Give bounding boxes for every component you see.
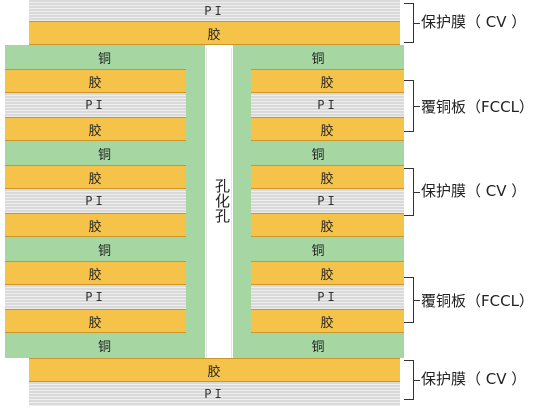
label-top-coverlay: 保护膜（ CV ） bbox=[421, 13, 527, 31]
right-adhesive-layer: 胶 bbox=[251, 165, 404, 189]
bracket-lower-fccl bbox=[404, 277, 420, 323]
pi-label: PI bbox=[317, 98, 338, 112]
top-pi-label: PI bbox=[204, 3, 225, 18]
right-pi-layer: PI bbox=[251, 93, 404, 117]
bracket-upper-fccl bbox=[404, 80, 420, 132]
top-pi-layer: PI bbox=[29, 0, 400, 21]
right-copper-layer: 铜 bbox=[233, 45, 404, 69]
copper-label: 铜 bbox=[97, 147, 112, 163]
adhesive-label: 胶 bbox=[88, 123, 103, 139]
bottom-adhesive-label: 胶 bbox=[207, 364, 222, 380]
label-bottom-coverlay: 保护膜（ CV ） bbox=[421, 370, 527, 388]
left-pi-layer: PI bbox=[5, 285, 186, 309]
right-adhesive-layer: 胶 bbox=[251, 261, 404, 285]
copper-label: 铜 bbox=[311, 243, 326, 259]
label-lower-fccl: 覆铜板（FCCL） bbox=[421, 292, 534, 310]
adhesive-label: 胶 bbox=[320, 267, 335, 283]
left-copper-layer: 铜 bbox=[5, 141, 205, 165]
right-adhesive-layer: 胶 bbox=[251, 213, 404, 237]
adhesive-label: 胶 bbox=[320, 75, 335, 91]
left-adhesive-layer: 胶 bbox=[5, 261, 186, 285]
adhesive-label: 胶 bbox=[88, 315, 103, 331]
pi-label: PI bbox=[317, 290, 338, 304]
copper-label: 铜 bbox=[97, 243, 112, 259]
plated-through-hole bbox=[206, 48, 232, 358]
bracket-middle-coverlay bbox=[404, 168, 420, 216]
right-copper-layer: 铜 bbox=[233, 237, 404, 261]
adhesive-label: 胶 bbox=[320, 171, 335, 187]
bracket-top-coverlay bbox=[404, 3, 420, 43]
copper-label: 铜 bbox=[97, 340, 112, 355]
left-copper-layer: 铜 bbox=[5, 45, 205, 69]
left-copper-layer: 铜 bbox=[5, 333, 205, 358]
adhesive-label: 胶 bbox=[88, 219, 103, 235]
left-adhesive-layer: 胶 bbox=[5, 117, 186, 141]
adhesive-label: 胶 bbox=[320, 123, 335, 139]
adhesive-label: 胶 bbox=[88, 171, 103, 187]
left-adhesive-layer: 胶 bbox=[5, 165, 186, 189]
right-adhesive-layer: 胶 bbox=[251, 309, 404, 333]
right-pi-layer: PI bbox=[251, 189, 404, 213]
copper-label: 铜 bbox=[97, 51, 112, 67]
plated-through-hole-label: 孔化孔 bbox=[213, 178, 231, 223]
right-adhesive-layer: 胶 bbox=[251, 117, 404, 141]
left-copper-layer: 铜 bbox=[5, 237, 205, 261]
right-copper-layer: 铜 bbox=[233, 141, 404, 165]
left-adhesive-layer: 胶 bbox=[5, 309, 186, 333]
adhesive-label: 胶 bbox=[320, 219, 335, 235]
left-pi-layer: PI bbox=[5, 189, 186, 213]
bottom-adhesive-layer: 胶 bbox=[29, 358, 400, 382]
bottom-pi-layer: PI bbox=[29, 382, 400, 406]
copper-label: 铜 bbox=[311, 51, 326, 67]
left-adhesive-layer: 胶 bbox=[5, 69, 186, 93]
right-pi-layer: PI bbox=[251, 285, 404, 309]
bracket-bottom-coverlay bbox=[404, 360, 420, 400]
adhesive-label: 胶 bbox=[88, 267, 103, 283]
pi-label: PI bbox=[85, 194, 106, 208]
right-copper-layer: 铜 bbox=[233, 333, 404, 358]
pi-label: PI bbox=[317, 194, 338, 208]
pi-label: PI bbox=[85, 98, 106, 112]
copper-label: 铜 bbox=[311, 340, 326, 355]
left-pi-layer: PI bbox=[5, 93, 186, 117]
copper-label: 铜 bbox=[311, 147, 326, 163]
pi-label: PI bbox=[85, 290, 106, 304]
label-upper-fccl: 覆铜板（FCCL） bbox=[421, 98, 534, 116]
right-adhesive-layer: 胶 bbox=[251, 69, 404, 93]
top-adhesive-label: 胶 bbox=[207, 27, 222, 43]
left-adhesive-layer: 胶 bbox=[5, 213, 186, 237]
bottom-pi-label: PI bbox=[204, 387, 225, 401]
label-middle-coverlay: 保护膜（ CV ） bbox=[421, 182, 527, 200]
adhesive-label: 胶 bbox=[320, 315, 335, 331]
top-adhesive-layer: 胶 bbox=[29, 21, 400, 45]
adhesive-label: 胶 bbox=[88, 75, 103, 91]
